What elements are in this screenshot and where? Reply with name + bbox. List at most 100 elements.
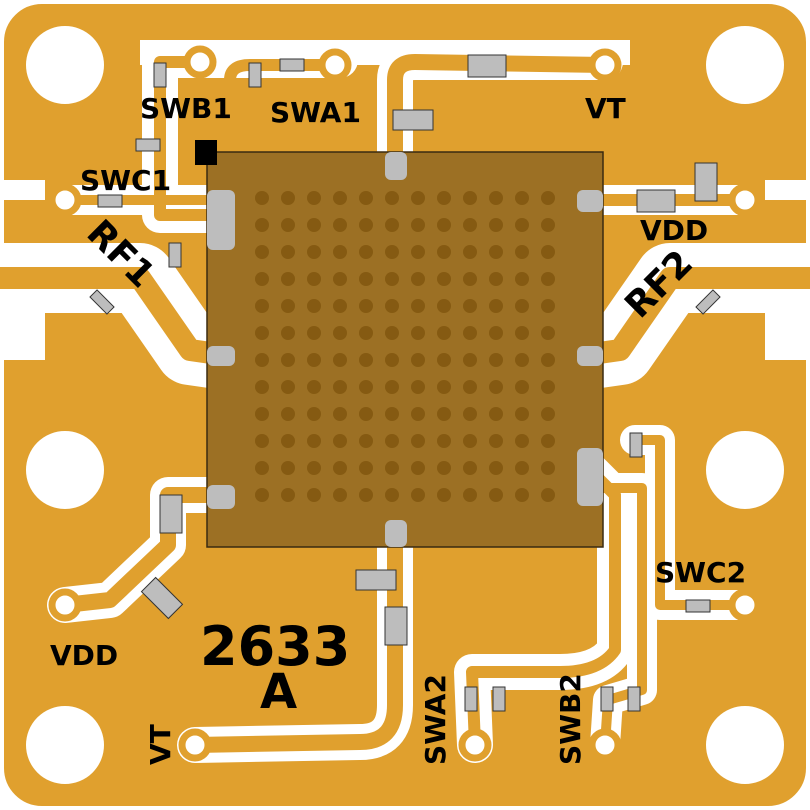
thermal-via bbox=[281, 191, 295, 205]
thermal-via bbox=[359, 218, 373, 232]
thermal-via bbox=[359, 434, 373, 448]
thermal-via bbox=[281, 272, 295, 286]
thermal-via bbox=[385, 488, 399, 502]
vdd-left-trace bbox=[57, 487, 228, 613]
thermal-via bbox=[385, 407, 399, 421]
thermal-via bbox=[359, 245, 373, 259]
label-swc1: SWC1 bbox=[80, 164, 171, 197]
thermal-via bbox=[411, 353, 425, 367]
thermal-via bbox=[255, 326, 269, 340]
thermal-via bbox=[489, 407, 503, 421]
thermal-via bbox=[463, 353, 477, 367]
thermal-via bbox=[489, 353, 503, 367]
revision-label: A bbox=[260, 664, 297, 720]
thermal-via bbox=[255, 191, 269, 205]
thermal-via bbox=[281, 326, 295, 340]
thermal-via bbox=[541, 218, 555, 232]
thermal-via bbox=[489, 461, 503, 475]
thermal-via bbox=[385, 380, 399, 394]
thermal-via bbox=[463, 434, 477, 448]
thermal-via bbox=[437, 245, 451, 259]
thermal-via bbox=[385, 326, 399, 340]
thermal-via bbox=[541, 353, 555, 367]
thermal-via bbox=[489, 191, 503, 205]
thermal-via bbox=[281, 407, 295, 421]
thermal-via bbox=[333, 272, 347, 286]
thermal-via bbox=[489, 488, 503, 502]
thermal-via bbox=[333, 461, 347, 475]
label-swb1: SWB1 bbox=[140, 92, 232, 125]
thermal-via bbox=[255, 218, 269, 232]
label-swa2: SWA2 bbox=[419, 674, 452, 765]
thermal-via bbox=[307, 245, 321, 259]
thermal-via bbox=[281, 434, 295, 448]
thermal-via bbox=[437, 353, 451, 367]
thermal-via bbox=[359, 299, 373, 313]
thermal-via bbox=[463, 461, 477, 475]
thermal-via bbox=[307, 407, 321, 421]
thermal-via bbox=[411, 191, 425, 205]
thermal-via bbox=[515, 434, 529, 448]
label-swc2: SWC2 bbox=[655, 556, 746, 589]
label-vt-top: VT bbox=[585, 92, 626, 125]
thermal-via bbox=[463, 326, 477, 340]
thermal-via bbox=[515, 380, 529, 394]
thermal-vias bbox=[255, 191, 555, 502]
thermal-via bbox=[489, 218, 503, 232]
thermal-via bbox=[411, 326, 425, 340]
thermal-via bbox=[541, 299, 555, 313]
thermal-via bbox=[307, 461, 321, 475]
thermal-via bbox=[281, 299, 295, 313]
thermal-via bbox=[255, 380, 269, 394]
thermal-via bbox=[333, 218, 347, 232]
part-number: 2633 bbox=[200, 615, 350, 678]
thermal-via bbox=[359, 488, 373, 502]
thermal-via bbox=[515, 218, 529, 232]
thermal-via bbox=[385, 461, 399, 475]
thermal-via bbox=[255, 461, 269, 475]
thermal-via bbox=[411, 245, 425, 259]
thermal-via bbox=[359, 407, 373, 421]
traces bbox=[0, 54, 810, 753]
thermal-via bbox=[489, 299, 503, 313]
thermal-via bbox=[307, 272, 321, 286]
thermal-via bbox=[437, 434, 451, 448]
thermal-via bbox=[463, 299, 477, 313]
thermal-via bbox=[515, 299, 529, 313]
thermal-via bbox=[437, 407, 451, 421]
thermal-via bbox=[255, 353, 269, 367]
thermal-via bbox=[463, 407, 477, 421]
thermal-via bbox=[437, 299, 451, 313]
thermal-via bbox=[307, 326, 321, 340]
thermal-via bbox=[515, 488, 529, 502]
thermal-via bbox=[411, 461, 425, 475]
thermal-via bbox=[333, 488, 347, 502]
thermal-via bbox=[385, 353, 399, 367]
thermal-via bbox=[281, 245, 295, 259]
thermal-via bbox=[515, 272, 529, 286]
thermal-via bbox=[541, 326, 555, 340]
thermal-via bbox=[541, 434, 555, 448]
mounting-holes bbox=[20, 20, 790, 790]
label-swb2: SWB2 bbox=[554, 673, 587, 765]
thermal-via bbox=[359, 353, 373, 367]
thermal-via bbox=[515, 191, 529, 205]
thermal-via bbox=[515, 407, 529, 421]
thermal-via bbox=[489, 245, 503, 259]
thermal-via bbox=[541, 272, 555, 286]
label-swa1: SWA1 bbox=[270, 96, 361, 129]
thermal-via bbox=[385, 272, 399, 286]
thermal-via bbox=[437, 191, 451, 205]
swa2-trace bbox=[466, 464, 621, 751]
thermal-via bbox=[307, 380, 321, 394]
thermal-via bbox=[255, 272, 269, 286]
thermal-via bbox=[437, 488, 451, 502]
pin1-marker bbox=[195, 140, 217, 165]
thermal-via bbox=[489, 434, 503, 448]
thermal-via bbox=[281, 461, 295, 475]
thermal-via bbox=[437, 380, 451, 394]
thermal-via bbox=[281, 488, 295, 502]
thermal-via bbox=[385, 299, 399, 313]
thermal-via bbox=[489, 326, 503, 340]
thermal-via bbox=[359, 272, 373, 286]
